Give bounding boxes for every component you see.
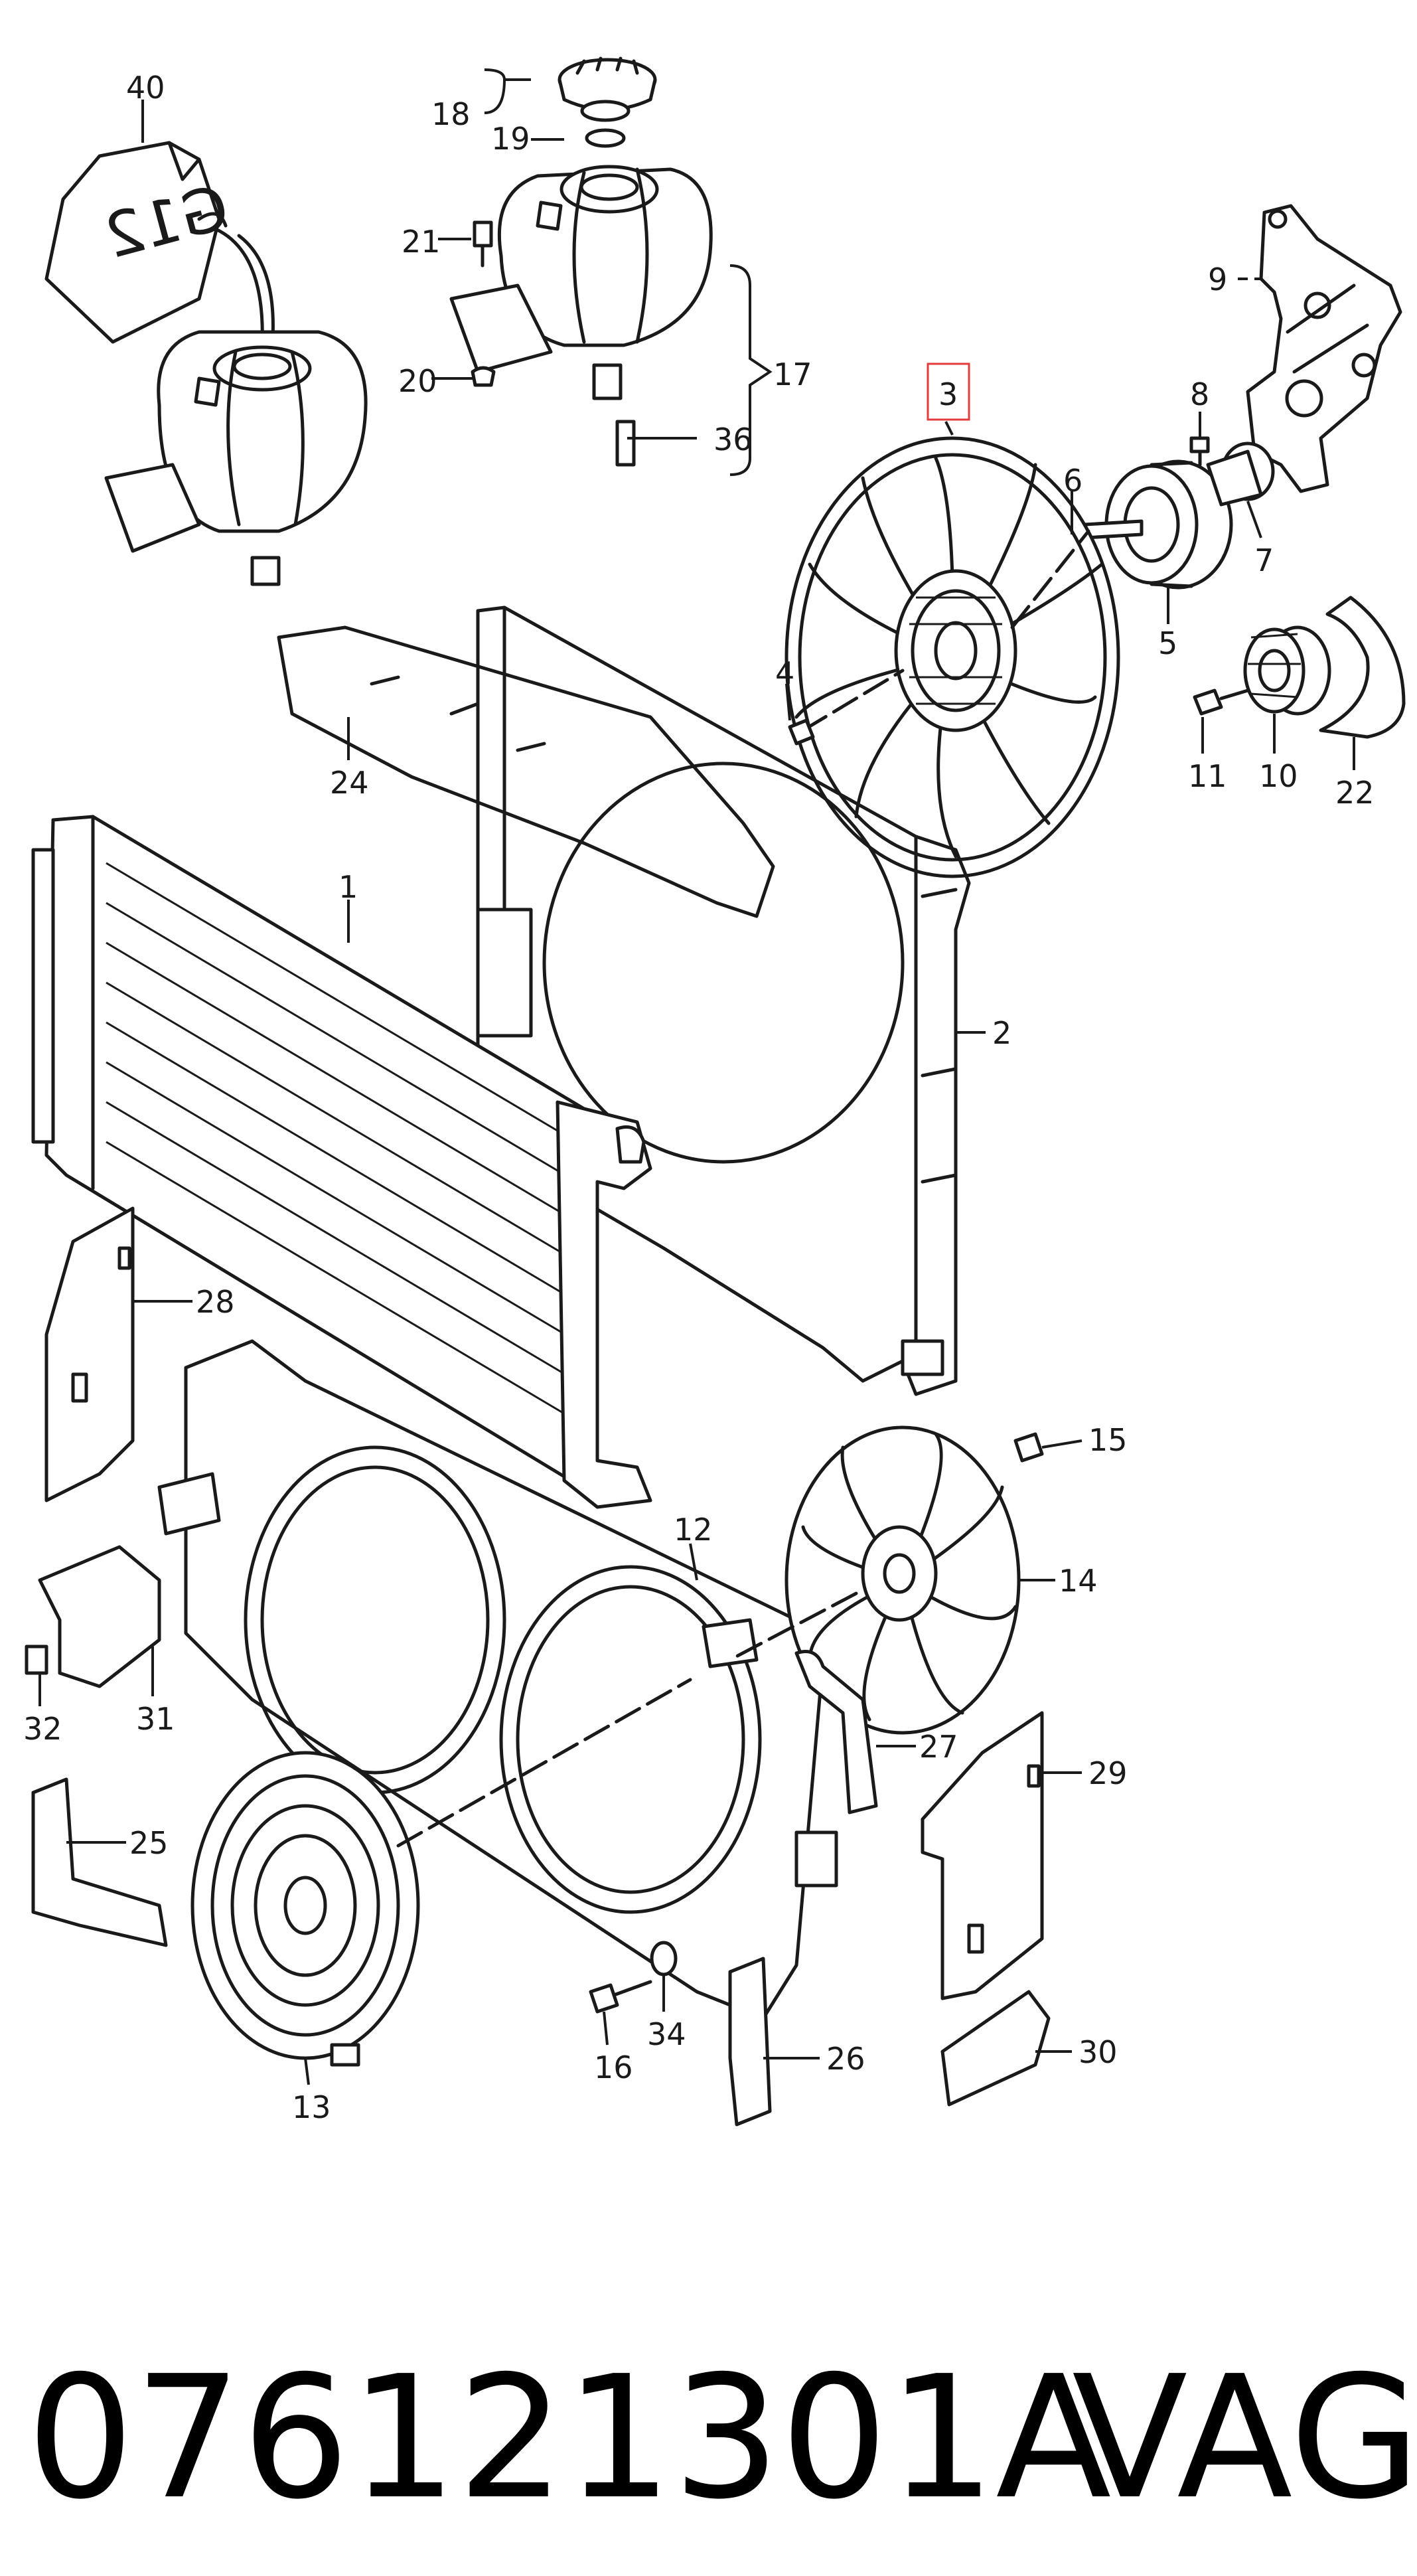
bracket-26 <box>728 1957 772 2127</box>
callout-22: 22 <box>1335 775 1375 811</box>
callout-29: 29 <box>1088 1755 1128 1791</box>
expansion-tank-upper <box>449 165 713 467</box>
bolt-16 <box>589 1980 652 2014</box>
callout-40: 40 <box>126 70 165 106</box>
idler-pulley <box>1193 625 1331 716</box>
callout-17: 17 <box>773 357 812 392</box>
callout-19: 19 <box>491 121 530 157</box>
bracket-31 <box>38 1545 161 1688</box>
electric-fan <box>190 1678 692 2067</box>
pulley-cover <box>1319 596 1406 739</box>
air-deflector-left <box>44 1206 135 1502</box>
leader-lines <box>38 68 1355 2085</box>
callout-25: 25 <box>129 1825 169 1861</box>
callout-13: 13 <box>292 2089 331 2125</box>
callout-28: 28 <box>196 1284 235 1320</box>
fan-clutch-hub <box>1067 436 1275 590</box>
coolant-jug: G12 <box>44 141 275 351</box>
callout-27: 27 <box>919 1729 958 1765</box>
grommet-34 <box>650 1941 678 1976</box>
bracket-25 <box>31 1777 168 1947</box>
callout-14: 14 <box>1059 1563 1098 1599</box>
fan-shroud-lower <box>157 1339 838 2020</box>
mounting-bracket <box>1246 204 1402 493</box>
callout-15: 15 <box>1088 1422 1128 1458</box>
callout-2: 2 <box>992 1015 1011 1051</box>
callout-3: 3 <box>938 376 958 412</box>
callout-7: 7 <box>1254 542 1274 578</box>
bracket-30 <box>940 1990 1051 2107</box>
auxiliary-fan <box>728 1425 1044 1735</box>
callout-31: 31 <box>136 1701 175 1737</box>
expansion-tank-left <box>104 330 368 586</box>
radiator <box>31 815 652 1509</box>
viscous-fan <box>784 436 1120 878</box>
callout-11: 11 <box>1188 758 1227 794</box>
air-guide <box>277 625 775 918</box>
callout-21: 21 <box>402 224 441 260</box>
bracket-27 <box>794 1650 878 1814</box>
callout-9: 9 <box>1208 262 1227 297</box>
brand-name: VAG <box>1072 2340 1417 2537</box>
callout-10: 10 <box>1259 758 1298 794</box>
callout-12: 12 <box>674 1512 713 1548</box>
air-deflector-29 <box>921 1711 1044 2000</box>
callout-26: 26 <box>826 2041 865 2077</box>
filler-cap <box>558 56 657 148</box>
callout-18: 18 <box>431 96 471 132</box>
callout-20: 20 <box>398 363 437 399</box>
callout-32: 32 <box>23 1711 62 1747</box>
callout-16: 16 <box>594 2050 633 2085</box>
callout-3-highlight <box>927 362 970 421</box>
callout-5: 5 <box>1158 625 1177 661</box>
callout-4: 4 <box>775 655 794 691</box>
callout-24: 24 <box>330 765 369 801</box>
callout-8: 8 <box>1190 376 1209 412</box>
callout-1: 1 <box>338 869 358 905</box>
callout-34: 34 <box>647 2016 686 2052</box>
callout-36: 36 <box>713 422 753 457</box>
part-number: 076121301A <box>27 2340 1112 2537</box>
callout-6: 6 <box>1063 463 1082 499</box>
clip-32 <box>25 1645 48 1675</box>
callout-30: 30 <box>1079 2034 1118 2070</box>
